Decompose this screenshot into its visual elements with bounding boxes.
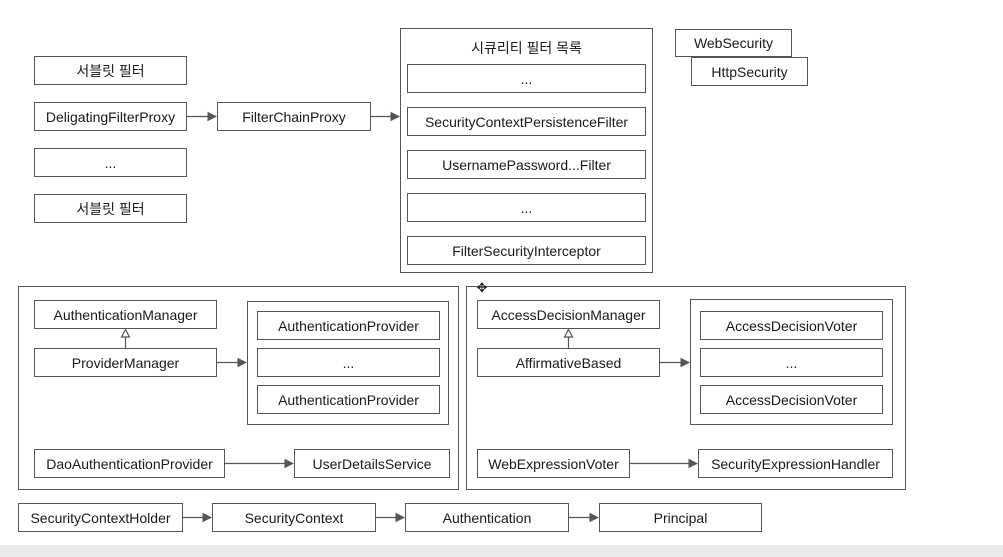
security-filter-item: ...: [407, 193, 646, 222]
access-decision-voter-box: ...: [700, 348, 883, 377]
servlet-filter-label: 서블릿 필터: [76, 200, 145, 217]
principal-label: Principal: [653, 509, 708, 526]
access-decision-manager-box: AccessDecisionManager: [477, 300, 660, 329]
security-filter-item-label: UsernamePassword...Filter: [442, 156, 611, 173]
access-decision-manager-label: AccessDecisionManager: [491, 306, 646, 323]
web-expression-voter-box: WebExpressionVoter: [477, 449, 630, 478]
security-filter-item-label: ...: [520, 70, 533, 87]
bottom-bar: [0, 545, 1003, 557]
delegating-filter-proxy-box: DeligatingFilterProxy: [34, 102, 187, 131]
servlet-filter-box-2: 서블릿 필터: [34, 194, 187, 223]
authentication-box: Authentication: [405, 503, 569, 532]
security-filter-item: FilterSecurityInterceptor: [407, 236, 646, 265]
security-context-holder-label: SecurityContextHolder: [30, 509, 171, 526]
web-security-label: WebSecurity: [693, 35, 774, 51]
move-icon[interactable]: ✥: [476, 280, 488, 295]
authentication-provider-label: AuthenticationProvider: [278, 317, 419, 334]
security-expression-handler-label: SecurityExpressionHandler: [711, 455, 880, 472]
security-filter-item: ...: [407, 64, 646, 93]
authentication-provider-label: ...: [342, 354, 355, 371]
access-decision-voter-label: ...: [785, 354, 798, 371]
security-context-holder-box: SecurityContextHolder: [18, 503, 183, 532]
access-decision-voter-label: AccessDecisionVoter: [725, 391, 858, 408]
security-expression-handler-box: SecurityExpressionHandler: [698, 449, 893, 478]
security-context-box: SecurityContext: [212, 503, 376, 532]
servlet-filter-ellipsis-label: ...: [104, 154, 117, 171]
user-details-service-box: UserDetailsService: [294, 449, 450, 478]
authentication-manager-label: AuthenticationManager: [53, 306, 198, 323]
authentication-provider-box: ...: [257, 348, 440, 377]
filter-chain-proxy-label: FilterChainProxy: [242, 108, 346, 125]
security-filter-item-label: FilterSecurityInterceptor: [452, 242, 601, 259]
access-decision-voter-label: AccessDecisionVoter: [725, 317, 858, 334]
security-filter-item: UsernamePassword...Filter: [407, 150, 646, 179]
dao-authentication-provider-label: DaoAuthenticationProvider: [46, 455, 213, 472]
dao-authentication-provider-box: DaoAuthenticationProvider: [34, 449, 225, 478]
filter-chain-proxy-box: FilterChainProxy: [217, 102, 371, 131]
authentication-provider-box: AuthenticationProvider: [257, 385, 440, 414]
delegating-filter-proxy-label: DeligatingFilterProxy: [45, 108, 176, 125]
security-filter-item: SecurityContextPersistenceFilter: [407, 107, 646, 136]
authentication-provider-label: AuthenticationProvider: [278, 391, 419, 408]
authentication-provider-box: AuthenticationProvider: [257, 311, 440, 340]
affirmative-based-box: AffirmativeBased: [477, 348, 660, 377]
user-details-service-label: UserDetailsService: [312, 455, 432, 472]
security-filter-item-label: ...: [520, 199, 533, 216]
authentication-manager-box: AuthenticationManager: [34, 300, 217, 329]
security-filter-list-title: 시큐리티 필터 목록: [471, 40, 582, 56]
http-security-box: HttpSecurity: [691, 57, 808, 86]
web-expression-voter-label: WebExpressionVoter: [488, 455, 619, 472]
principal-box: Principal: [599, 503, 762, 532]
authentication-label: Authentication: [442, 509, 532, 526]
http-security-label: HttpSecurity: [711, 63, 788, 80]
affirmative-based-label: AffirmativeBased: [515, 354, 622, 371]
security-filter-item-label: SecurityContextPersistenceFilter: [424, 113, 629, 130]
access-decision-voter-box: AccessDecisionVoter: [700, 311, 883, 340]
servlet-filter-label: 서블릿 필터: [76, 62, 145, 79]
security-context-label: SecurityContext: [244, 509, 344, 526]
provider-manager-box: ProviderManager: [34, 348, 217, 377]
provider-manager-label: ProviderManager: [71, 354, 180, 371]
web-security-box: WebSecurity: [675, 29, 792, 57]
access-decision-voter-box: AccessDecisionVoter: [700, 385, 883, 414]
servlet-filter-box-1: 서블릿 필터: [34, 56, 187, 85]
servlet-filter-ellipsis-box: ...: [34, 148, 187, 177]
